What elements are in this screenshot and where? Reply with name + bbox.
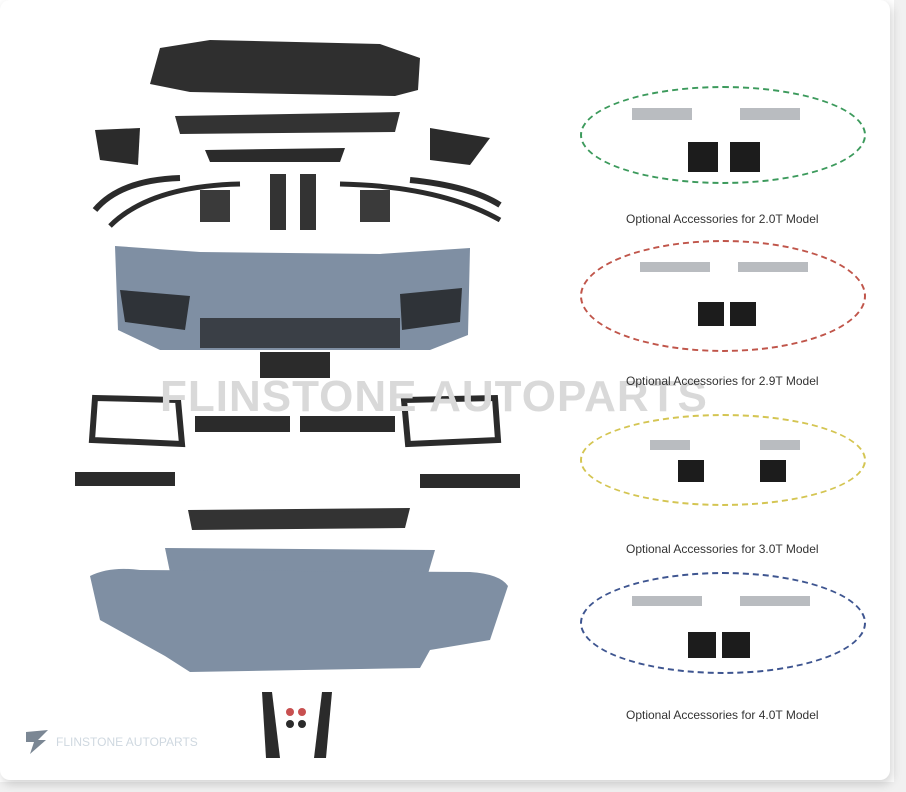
screw-part-4 [298,720,306,728]
right-fender-arch-part [339,181,502,223]
right-fog-light-frame-part [400,394,502,448]
accessory-oval-3-0t [580,414,866,506]
brand-mark-icon [26,730,48,754]
lower-lip-blade-left-part [75,472,175,486]
left-fog-light-frame-part [88,394,186,448]
right-fender-arch-part-2 [409,177,502,208]
left-bracket-part [95,128,140,165]
lower-lip-blade-right-part [420,474,520,488]
license-plate-mount-part [260,352,330,378]
logo-text: FLINSTONE AUTOPARTS [56,735,198,749]
bottom-bracket-part-2 [314,692,332,758]
rear-diffuser-part [175,112,400,134]
right-bracket-part [430,128,490,165]
lower-mesh-grille-part [188,508,410,530]
bottom-bracket-part [262,692,280,758]
center-trim-right-part [300,416,395,432]
left-fender-arch-part [92,175,181,212]
left-intake-grille-part [120,290,190,330]
accessory-oval-4-0t [580,572,866,674]
side-skirt-strip-part [270,174,286,230]
mount-bracket-part [200,190,230,222]
accessory-oval-2-0t [580,86,866,184]
front-grille-part [200,318,400,348]
brand-logo: FLINSTONE AUTOPARTS [22,726,198,760]
accessory-oval-2-9t [580,240,866,352]
side-skirt-strip-part-2 [300,174,316,230]
screw-part-2 [298,708,306,716]
mount-bracket-part-2 [360,190,390,222]
screw-part-3 [286,720,294,728]
accessory-caption-2-0t: Optional Accessories for 2.0T Model [626,212,819,226]
right-intake-grille-part [400,288,462,330]
rear-bumper-part [150,40,420,96]
accessory-caption-2-9t: Optional Accessories for 2.9T Model [626,374,819,388]
rear-skirt-part [90,568,508,672]
center-trim-left-part [195,416,290,432]
page-bottom-border [0,782,906,792]
accessory-caption-3-0t: Optional Accessories for 3.0T Model [626,542,819,556]
accessory-caption-4-0t: Optional Accessories for 4.0T Model [626,708,819,722]
screw-part [286,708,294,716]
rear-lower-trim-part [205,148,345,162]
watermark-text: FLINSTONE AUTOPARTS [160,372,708,421]
left-fender-arch-part-2 [108,181,241,228]
page-right-border [894,0,906,792]
